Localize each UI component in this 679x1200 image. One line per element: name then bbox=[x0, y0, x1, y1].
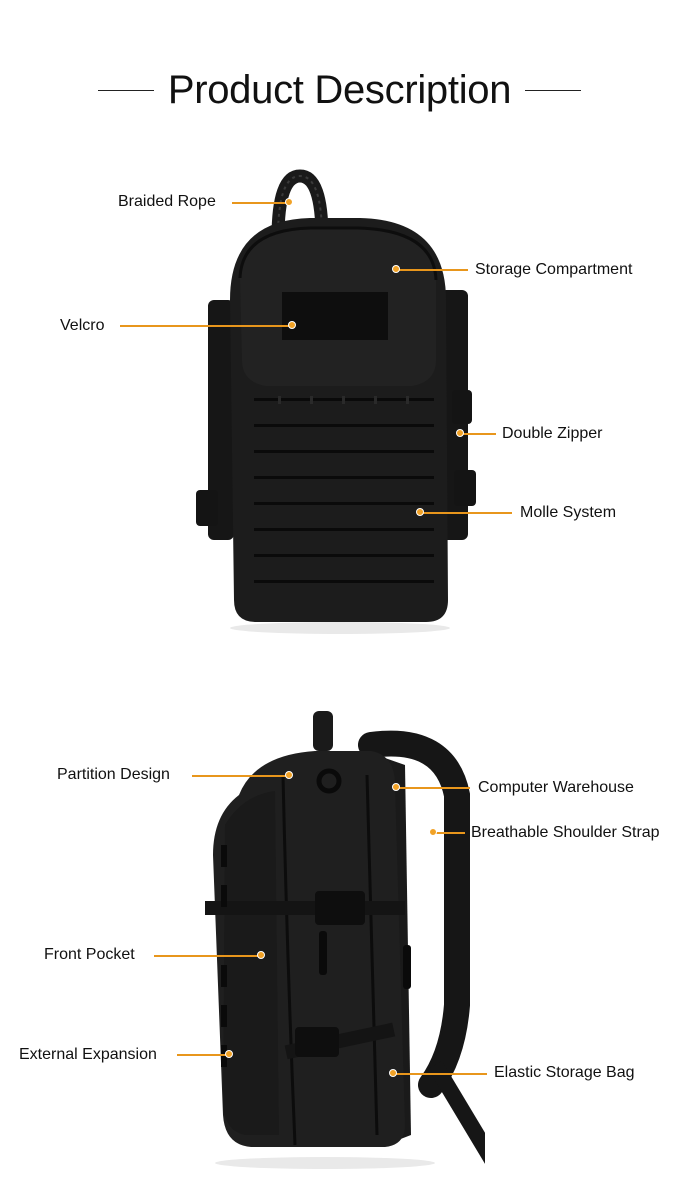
callout-external-expansion: External Expansion bbox=[19, 1046, 157, 1063]
leader-external-expansion bbox=[177, 1054, 227, 1056]
callout-braided-rope: Braided Rope bbox=[118, 193, 216, 210]
marker-velcro bbox=[288, 321, 296, 329]
marker-braided-rope bbox=[285, 198, 293, 206]
page-title-row: Product Description bbox=[0, 62, 679, 118]
marker-double-zipper bbox=[456, 429, 464, 437]
leader-breathable-shoulder-strap bbox=[435, 832, 465, 834]
backpack-front-image bbox=[196, 169, 476, 634]
callout-front-pocket: Front Pocket bbox=[44, 946, 135, 963]
callout-double-zipper: Double Zipper bbox=[502, 425, 603, 442]
callout-molle-system: Molle System bbox=[520, 504, 617, 521]
callout-elastic-storage-bag: Elastic Storage Bag bbox=[494, 1064, 635, 1081]
callout-storage-compartment: Storage Compartment bbox=[475, 261, 633, 278]
leader-velcro bbox=[120, 325, 290, 327]
marker-front-pocket bbox=[257, 951, 265, 959]
marker-external-expansion bbox=[225, 1050, 233, 1058]
callout-computer-warehouse: Computer Warehouse bbox=[478, 779, 634, 796]
backpack-side-image bbox=[205, 711, 485, 1169]
marker-computer-warehouse bbox=[392, 783, 400, 791]
page-title: Product Description bbox=[167, 67, 512, 112]
leader-computer-warehouse bbox=[398, 787, 470, 789]
leader-partition-design bbox=[192, 775, 288, 777]
leader-front-pocket bbox=[154, 955, 260, 957]
leader-molle-system bbox=[422, 512, 512, 514]
title-rule-left bbox=[97, 89, 154, 91]
callout-velcro: Velcro bbox=[60, 317, 105, 334]
callout-breathable-shoulder-strap: Breathable Shoulder Strap bbox=[471, 824, 660, 841]
marker-molle-system bbox=[416, 508, 424, 516]
leader-storage-compartment bbox=[398, 269, 468, 271]
marker-breathable-shoulder-strap bbox=[429, 828, 437, 836]
title-rule-right bbox=[525, 89, 582, 91]
marker-partition-design bbox=[285, 771, 293, 779]
leader-braided-rope bbox=[232, 202, 288, 204]
leader-double-zipper bbox=[462, 433, 496, 435]
callout-partition-design: Partition Design bbox=[57, 766, 170, 783]
marker-storage-compartment bbox=[392, 265, 400, 273]
leader-elastic-storage-bag bbox=[395, 1073, 487, 1075]
marker-elastic-storage-bag bbox=[389, 1069, 397, 1077]
